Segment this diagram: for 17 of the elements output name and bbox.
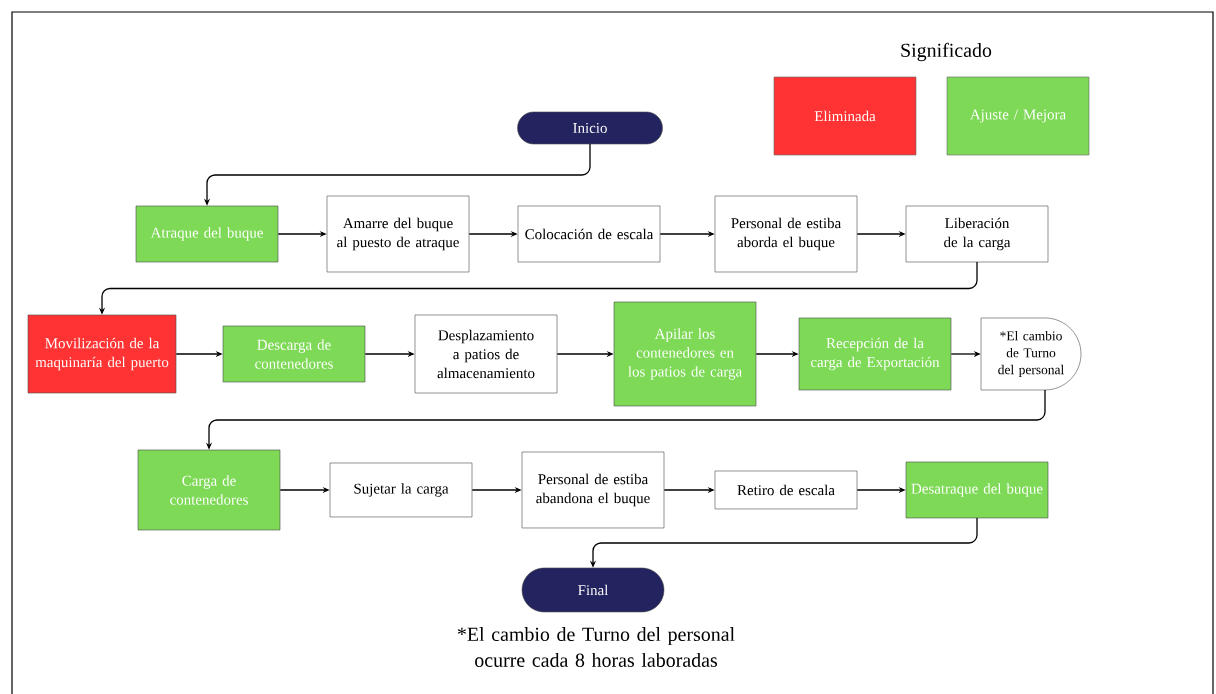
process-box: Amarre del buque al puesto de atraque: [326, 195, 470, 273]
process-box: Retiro de escala: [714, 470, 858, 510]
process-box: Liberación de la carga: [905, 205, 1049, 263]
process-box: Carga de contenedores: [137, 449, 281, 531]
process-box: Movilización de la maquinaría del puerto: [27, 314, 177, 394]
process-box: Recepción de la carga de Exportación: [798, 317, 952, 391]
process-box: Desplazamiento a patios de almacenamiento: [414, 314, 558, 394]
process-box: Descarga de contenedores: [222, 325, 366, 383]
process-box: Atraque del buque: [135, 205, 279, 263]
process-box: Personal de estiba abandona el buque: [521, 451, 665, 529]
process-box: Apilar los contenedores en los patios de carga: [613, 301, 757, 407]
process-box: Sujetar la carga: [329, 462, 473, 518]
process-box: Colocación de escala: [517, 205, 661, 263]
caption: *El cambio de Turno del personal ocurre cada 8 horas laboradas: [457, 627, 735, 667]
process-box: Personal de estiba aborda el buque: [714, 195, 858, 273]
process-box: Desatraque del buque: [905, 461, 1049, 519]
legend-title: Significado: [901, 42, 992, 62]
